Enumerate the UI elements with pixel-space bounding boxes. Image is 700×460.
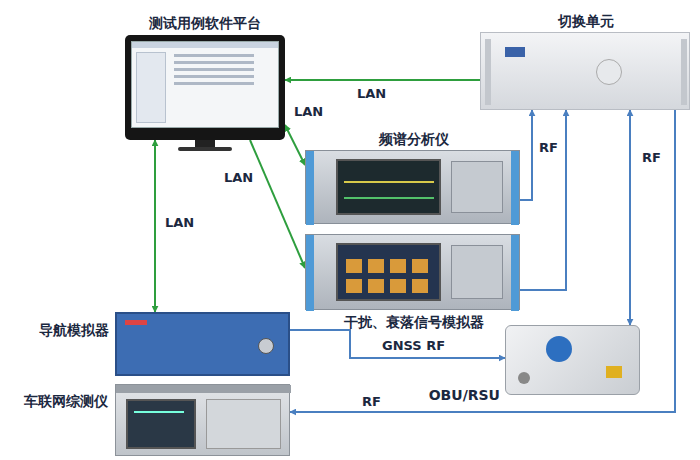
connector xyxy=(290,110,675,412)
connector xyxy=(520,110,566,290)
table-row xyxy=(174,61,254,64)
logo-disc xyxy=(546,336,572,362)
monitor-base xyxy=(178,147,232,151)
device-label: 测试用例软件平台 xyxy=(149,15,261,32)
rack-ear xyxy=(681,39,687,105)
device-label: 车联网综测仪 xyxy=(24,393,108,410)
connector xyxy=(154,140,156,312)
menu-tile xyxy=(412,259,428,273)
trace xyxy=(344,181,434,183)
menu-tile xyxy=(368,279,384,293)
link-label: RF xyxy=(360,394,383,410)
connector xyxy=(285,79,480,81)
handle xyxy=(511,235,519,311)
link-label: LAN xyxy=(163,215,196,231)
link-label: LAN xyxy=(222,170,255,186)
signal-simulator: 干扰、衰落信号模拟器 xyxy=(305,234,520,310)
connector xyxy=(290,330,505,358)
instrument-screen xyxy=(336,159,441,215)
switch-unit: 切换单元 xyxy=(480,32,690,110)
table-row xyxy=(174,54,254,57)
menu-tile xyxy=(390,259,406,273)
link-label: GNSS RF xyxy=(380,338,447,354)
brand-logo xyxy=(505,47,525,57)
device-label: 导航模拟器 xyxy=(39,322,109,339)
trace xyxy=(344,197,434,199)
top-rail xyxy=(116,385,291,393)
menu-tile xyxy=(412,279,428,293)
window-bar xyxy=(132,42,278,48)
brand-mark xyxy=(125,320,147,325)
table-row xyxy=(174,68,254,71)
link-label: LAN xyxy=(292,104,325,120)
tree-panel xyxy=(136,52,166,123)
connector xyxy=(285,125,305,165)
trace xyxy=(134,411,184,413)
menu-tile xyxy=(368,259,384,273)
rf-connector xyxy=(258,338,274,354)
table-row xyxy=(174,75,254,78)
rack-ear xyxy=(485,39,491,105)
handle xyxy=(511,151,519,225)
tester-screen xyxy=(126,399,196,449)
menu-tile xyxy=(346,279,362,293)
link-label: RF xyxy=(537,140,560,156)
device-label: OBU/RSU xyxy=(429,387,500,404)
monitor-node: 测试用例软件平台 xyxy=(125,35,285,140)
table-row xyxy=(174,82,254,85)
keypad xyxy=(206,399,281,449)
spectrum-analyzer: 频谱分析仪 xyxy=(305,150,520,224)
device-label: 切换单元 xyxy=(558,13,614,30)
link-label: LAN xyxy=(355,86,388,102)
logo-badge xyxy=(596,59,622,85)
navigation-simulator: 导航模拟器 xyxy=(115,312,290,376)
v2x-tester: 车联网综测仪 xyxy=(115,384,290,456)
keypad xyxy=(451,161,503,213)
menu-tile xyxy=(346,259,362,273)
monitor-stand xyxy=(195,140,215,148)
instrument-screen xyxy=(336,243,441,301)
connector xyxy=(520,110,532,200)
connector xyxy=(629,110,631,325)
device-label: 频谱分析仪 xyxy=(379,131,449,148)
handle xyxy=(306,151,314,225)
device-label: 干扰、衰落信号模拟器 xyxy=(344,314,484,331)
link-label: RF xyxy=(640,150,663,166)
monitor-screen xyxy=(131,41,279,128)
keypad xyxy=(451,245,503,299)
connector xyxy=(250,140,305,268)
obu-rsu-box: OBU/RSU xyxy=(505,325,640,395)
menu-tile xyxy=(390,279,406,293)
connector xyxy=(518,372,530,384)
handle xyxy=(306,235,314,311)
port xyxy=(606,366,622,378)
